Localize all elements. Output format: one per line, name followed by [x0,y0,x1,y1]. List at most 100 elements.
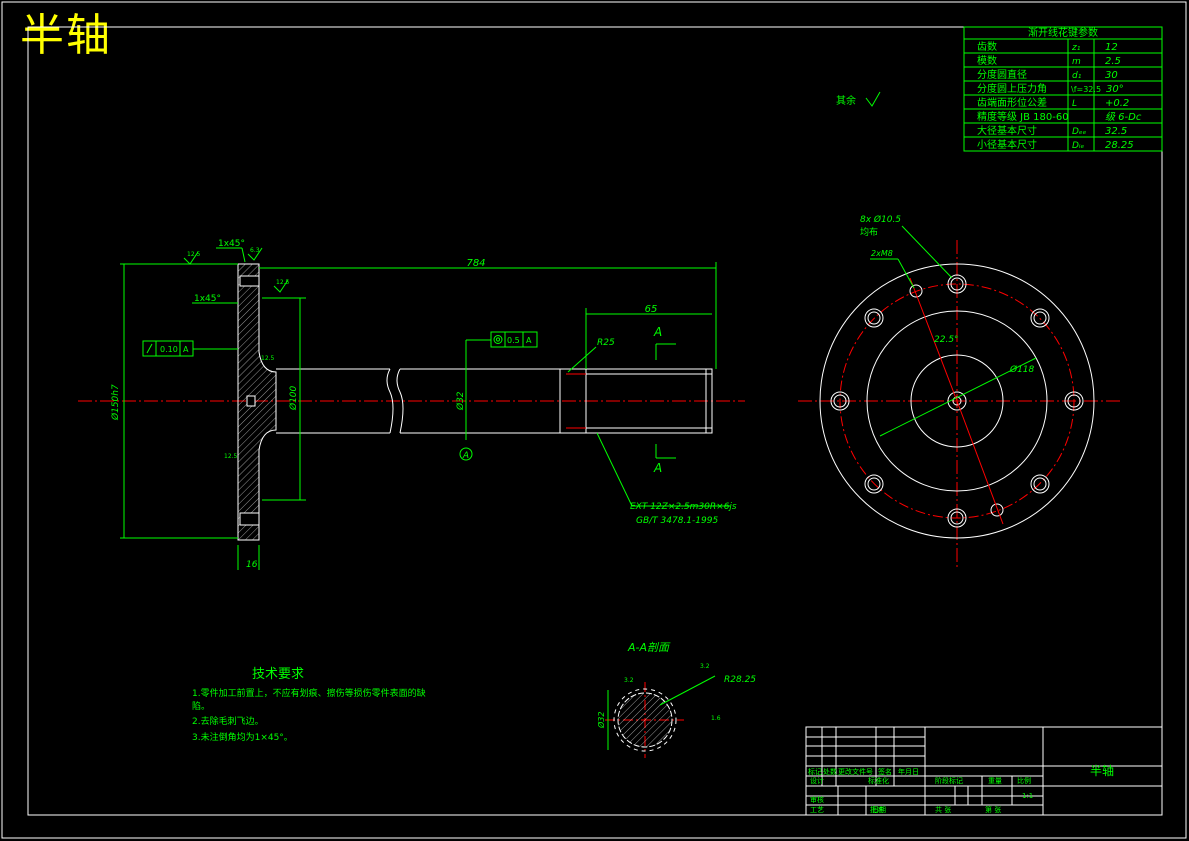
chamfer-note: 1x45° [218,239,245,249]
table-cell: Dₑₑ [1072,127,1087,137]
tech-line: 陷。 [192,700,210,712]
tb-label: 处数 [823,767,837,776]
dim-flange-thickness: 16 [246,560,258,570]
dim-shaft-dia: Ø32 [455,391,466,411]
roughness-label: 3.2 [624,677,634,684]
table-cell: d₁ [1072,71,1082,81]
table-cell: 12 [1105,42,1118,53]
dim-flange-dia: Ø150h7 [110,384,121,421]
tb-label: 重量 [988,777,1002,785]
tb-label: 更改文件号 [838,767,873,776]
bolt-hole-bottom [239,512,260,526]
dim-hub-dia: Ø100 [288,385,299,411]
table-cell: 模数 [977,54,997,67]
table-cell: 齿数 [977,40,997,53]
table-heading: 渐开线花键参数 [1028,26,1098,39]
table-cell: 32.5 [1105,126,1127,137]
tb-label: 共 张 [935,805,951,814]
inner-frame [27,26,1163,816]
section-marker: A [653,461,662,475]
roughness-label: 12.5 [224,453,238,460]
holes-note: 8x Ø10.5 [860,214,901,225]
section-title: A-A剖面 [627,641,671,654]
surface-roughness-note: 其余 [836,91,881,107]
table-cell: 30 [1105,70,1118,81]
roughness-label: 12.5 [276,279,290,286]
spline-end [559,368,713,434]
roughness-label: 12.5 [261,355,275,362]
table-cell: 级 6-Dc [1105,111,1142,123]
dim-spline-length: 65 [645,304,658,315]
hub-outline [866,310,1048,492]
table-cell: 30° [1106,84,1124,95]
table-cell: 分度圆直径 [977,68,1027,81]
tb-part-name: 半轴 [1090,763,1114,778]
datum-label: A [462,451,469,461]
table-cell: Dᵢₑ [1072,141,1085,151]
break-line [396,368,404,434]
table-cell: m [1072,57,1081,67]
roughness-label: 3.2 [700,663,710,670]
tb-label: 签名 [878,767,892,776]
side-view: 784 65 Ø150h7 Ø100 Ø32 16 1x45° 1x45° 12… [78,239,745,570]
table-cell: z₁ [1071,43,1081,53]
tb-label: 工艺 [810,806,824,814]
datum-symbol [459,447,473,461]
concentricity-tolerance-frame: 0.5 A [466,331,538,348]
technical-requirements: 技术要求 1.零件加工前置上，不应有划痕、擦伤等损伤零件表面的缺 陷。 2.去除… [192,667,426,743]
section-dia-label: R28.25 [724,675,756,685]
svg-text:0.10: 0.10 [160,345,178,354]
table-cell: 大径基本尺寸 [977,124,1037,137]
flange-section [237,263,277,541]
table-cell: +0.2 [1105,98,1129,109]
shaft-outline [910,354,1004,448]
center-hole [246,395,256,407]
tb-label: 年月日 [898,767,919,776]
tb-label: 设计 [810,776,824,785]
tb-label: 日期 [872,806,886,814]
angle-label: 22.5° [934,335,959,345]
title-block: 标记 处数 更改文件号 签名 年月日 设计 标准化 审核 工艺 批准 阶段标记 … [805,726,1163,816]
tb-label: 审核 [810,795,824,804]
fillet-note: R25 [597,338,615,348]
small-hole-note: 2xM8 [871,249,893,258]
spline-callout: EXT 12Z×2.5m30R×6js [630,502,737,512]
tb-scale-value: 1:1 [1022,792,1033,800]
tb-label: 标准化 [868,776,889,785]
tech-line: 3.未注倒角均为1×45°。 [192,731,293,743]
spline-parameter-table: 渐开线花键参数 齿数 z₁ 12 模数 m 2.5 分度圆直径 d₁ 30 分度… [963,26,1163,152]
front-view: Ø118 22.5° 8x Ø10.5 均布 2xM8 [798,214,1120,570]
pitch-circle [839,283,1075,519]
section-marker: A [653,325,662,339]
table-cell: 齿端面形位公差 [977,96,1047,109]
tech-line: 1.零件加工前置上，不应有划痕、擦伤等损伤零件表面的缺 [192,687,426,699]
drawing-title: 半轴 [20,10,112,61]
break-line [386,368,394,434]
table-cell: L [1072,99,1077,109]
roughness-label: 6.3 [250,247,260,254]
chamfer-note: 1x45° [194,294,221,304]
tb-label: 第 张 [985,805,1001,814]
spline-section [617,692,673,748]
runout-tolerance-frame: 0.10 A [142,340,238,357]
svg-text:A: A [526,336,532,345]
table-cell: \f=32.5 [1071,85,1101,94]
svg-text:0.5: 0.5 [507,336,520,345]
roughness-label: 12.5 [187,251,201,258]
section-side-dia: Ø32 [596,712,606,729]
bolt-hole-top [239,275,260,287]
table-cell: 28.25 [1105,140,1134,151]
table-cell: 小径基本尺寸 [977,138,1037,151]
table-cell: 精度等级 JB 180-60 [977,110,1069,123]
tb-label: 阶段标记 [935,776,963,785]
holes-note-even: 均布 [860,226,878,238]
tech-heading: 技术要求 [252,667,304,682]
tb-label: 比例 [1017,776,1031,785]
table-cell: 分度圆上压力角 [977,82,1047,95]
dim-length: 784 [466,258,485,269]
section-a-a: A-A剖面 3.2 3.2 1.6 R28.25 Ø32 [596,641,756,758]
pcd-label: Ø118 [1009,364,1035,375]
tech-line: 2.去除毛刺飞边。 [192,715,264,727]
